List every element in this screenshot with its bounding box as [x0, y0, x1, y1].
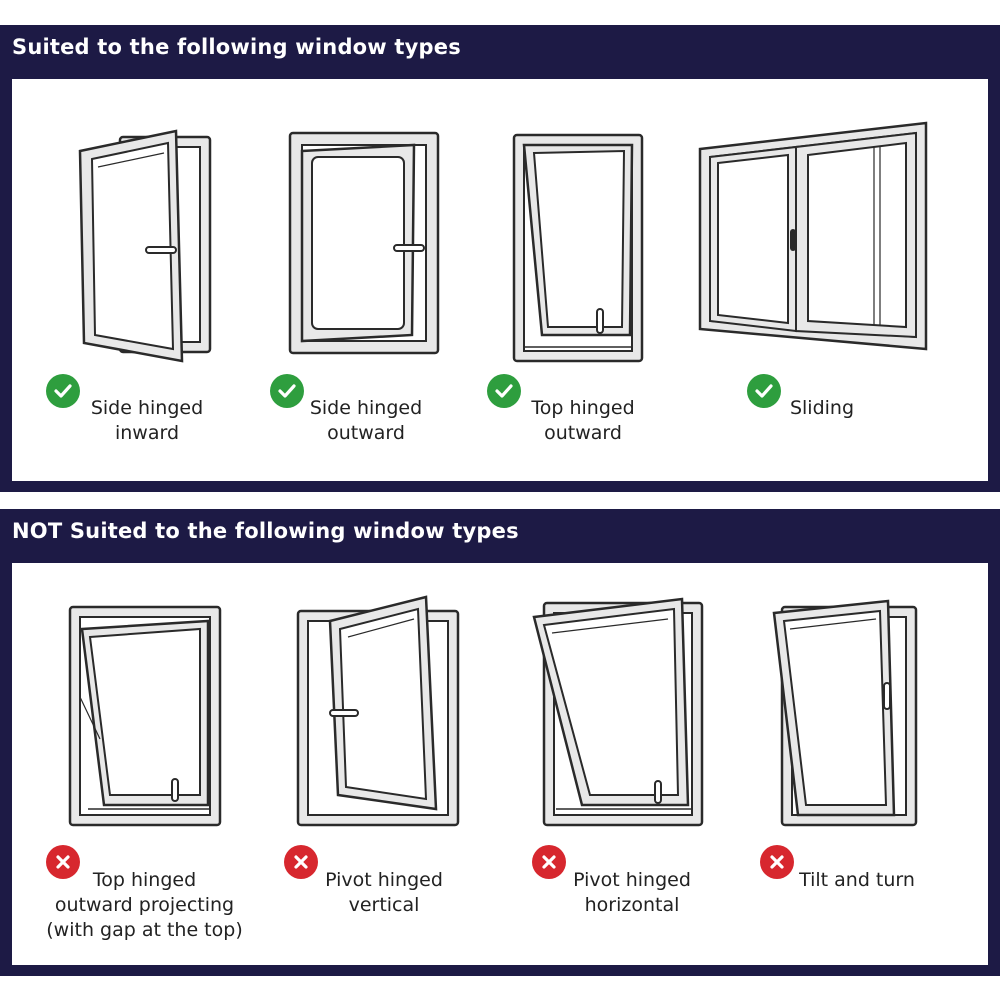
window-top-hinged-outward-projecting	[68, 599, 228, 829]
label-side-hinged-inward: Side hinged inward	[90, 397, 204, 444]
not-suited-section: NOT Suited to the following window types	[0, 509, 1000, 976]
cross-icon	[284, 845, 318, 879]
cross-icon	[46, 845, 80, 879]
check-icon	[46, 374, 80, 408]
label-tilt-and-turn: Tilt and turn	[799, 869, 915, 891]
label-top-hinged-outward: Top hinged outward	[531, 397, 635, 444]
cross-icon	[532, 845, 566, 879]
check-icon	[487, 374, 521, 408]
side-hinged-inward-illustration	[78, 129, 212, 363]
suited-panel: Side hinged inward Side hinged outward T…	[12, 79, 988, 481]
suited-section: Suited to the following window types	[0, 25, 1000, 492]
sliding-illustration	[698, 121, 928, 351]
window-side-hinged-inward	[78, 129, 218, 364]
not-suited-panel: Top hinged outward projecting (with gap …	[12, 563, 988, 965]
pivot-vertical-illustration	[296, 595, 460, 827]
window-side-hinged-outward	[288, 129, 443, 359]
window-top-hinged-outward	[512, 131, 647, 366]
window-pivot-hinged-vertical	[294, 595, 464, 830]
side-hinged-outward-illustration	[288, 131, 440, 355]
label-pivot-hinged-horizontal: Pivot hinged horizontal	[573, 869, 691, 916]
label-pivot-hinged-vertical: Pivot hinged vertical	[325, 869, 443, 916]
label-sliding: Sliding	[789, 397, 855, 419]
check-icon	[270, 374, 304, 408]
label-side-hinged-outward: Side hinged outward	[309, 397, 423, 444]
top-hinged-projecting-illustration	[68, 605, 222, 827]
pivot-horizontal-illustration	[532, 597, 704, 827]
tilt-and-turn-illustration	[772, 599, 918, 827]
window-tilt-and-turn	[772, 599, 922, 829]
window-sliding	[698, 119, 930, 354]
not-suited-title: NOT Suited to the following window types	[12, 519, 519, 543]
check-icon	[747, 374, 781, 408]
top-hinged-outward-illustration	[512, 133, 644, 363]
label-top-hinged-projecting: Top hinged outward projecting (with gap …	[46, 869, 243, 941]
suited-title: Suited to the following window types	[12, 35, 461, 59]
cross-icon	[760, 845, 794, 879]
window-pivot-hinged-horizontal	[532, 595, 707, 830]
